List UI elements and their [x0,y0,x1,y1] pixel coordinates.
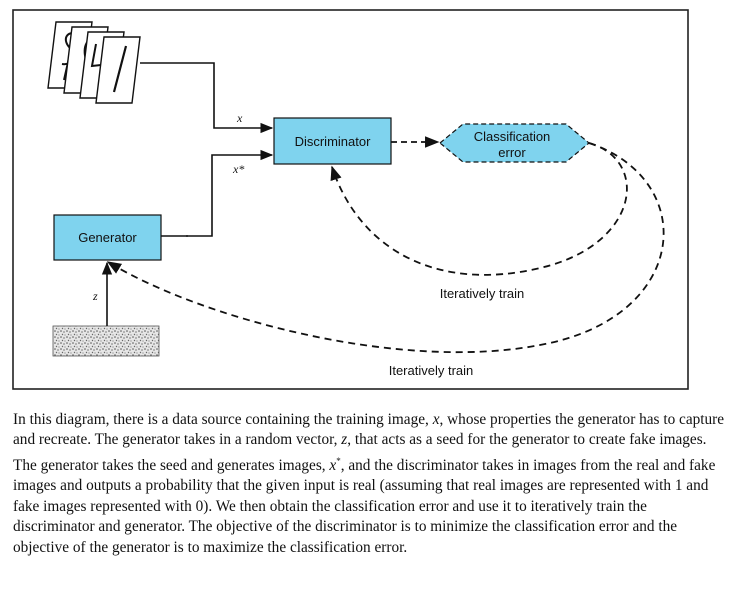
noise-texture-icon [52,325,160,357]
discriminator-label: Discriminator [295,134,372,149]
handwritten-digit-images-icon [47,21,141,104]
caption-text-4: , and the discriminator takes in images … [13,456,716,556]
discriminator-box [273,117,392,165]
classification-error-label-line2: error [498,145,526,160]
fake-input-arrow [186,149,274,237]
caption-var-x-star: x [329,456,337,474]
generator-box [53,214,162,261]
caption-var-z: z [341,431,348,449]
train-discriminator-arrow [330,142,628,276]
train-generator-arrow [106,142,665,354]
caption-text-3: , that acts as a seed for the generator … [13,431,707,474]
caption-var-x: x [432,411,440,428]
real-input-label: x [236,111,243,125]
fake-input-label: x* [232,162,244,176]
classification-error-label-line1: Classification [474,129,551,144]
diagram-frame [12,9,689,390]
gan-diagram: x x* Discriminator Classification error … [12,9,689,390]
figure-caption: In this diagram, there is a data source … [13,410,725,558]
caption-text-2: , whose properties the generator has to … [13,411,725,449]
train-generator-label: Iteratively train [389,363,474,378]
real-input-arrow [140,62,274,134]
noise-label: z [92,289,98,303]
generator-label: Generator [78,230,137,245]
caption-text-1: In this diagram, there is a data source … [13,411,433,428]
caption-var-superscript: * [336,455,341,466]
train-discriminator-label: Iteratively train [440,286,525,301]
